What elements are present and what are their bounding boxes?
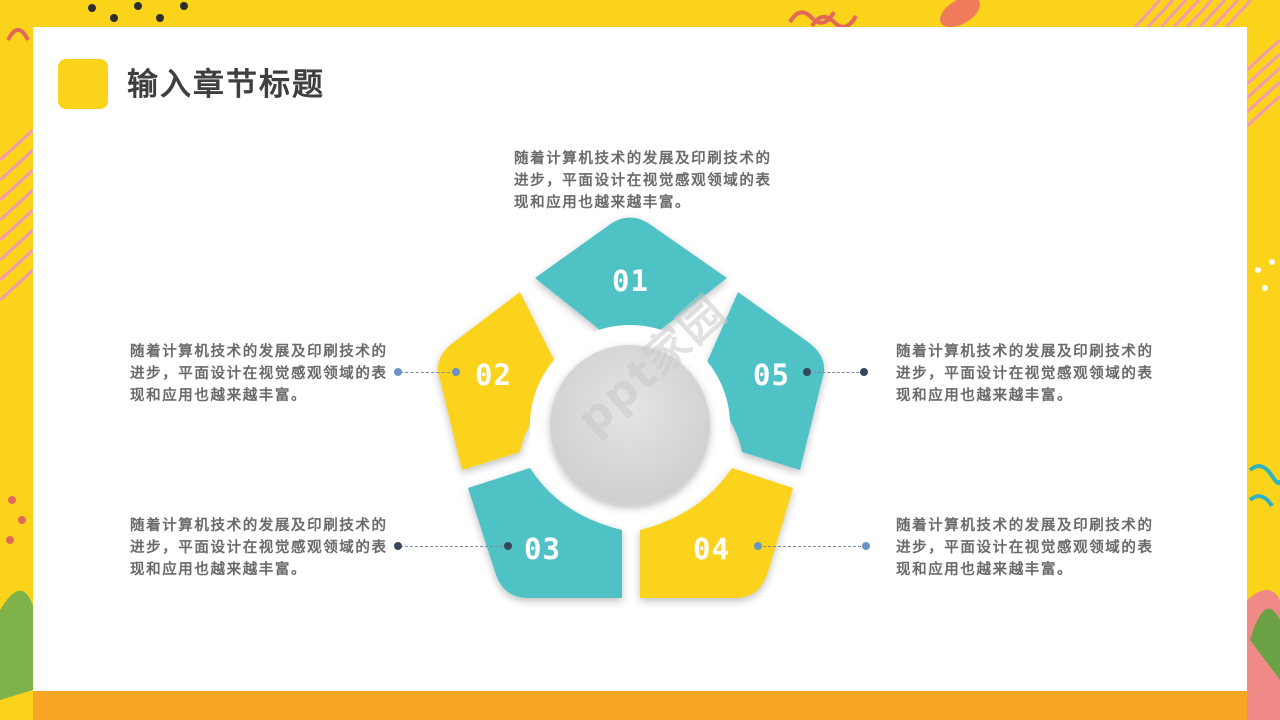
connector-03-dot-outer (394, 542, 402, 550)
segment-01-label: 01 (612, 264, 649, 298)
center-circle (550, 345, 710, 505)
connector-05 (808, 372, 864, 373)
segment-01-text: 随着计算机技术的发展及印刷技术的进步，平面设计在视觉感观领域的表现和应用也越来越… (514, 151, 772, 211)
segment-04-text: 随着计算机技术的发展及印刷技术的进步，平面设计在视觉感观领域的表现和应用也越来越… (896, 518, 1154, 578)
segment-04-label: 04 (693, 532, 730, 566)
connector-04-dot-inner (754, 542, 762, 550)
segment-02-shape (437, 292, 563, 470)
connector-02-dot-outer (394, 368, 402, 376)
segment-05-label: 05 (753, 358, 790, 392)
segment-05-shape (700, 292, 825, 470)
segment-04-shape (640, 468, 793, 598)
segment-02-text: 随着计算机技术的发展及印刷技术的进步，平面设计在视觉感观领域的表现和应用也越来越… (130, 344, 388, 404)
title-accent-square (58, 59, 108, 109)
connector-05-dot-inner (803, 368, 811, 376)
segment-01-shape (535, 217, 727, 338)
connector-04 (758, 546, 866, 547)
segment-03-text: 随着计算机技术的发展及印刷技术的进步，平面设计在视觉感观领域的表现和应用也越来越… (130, 518, 388, 578)
connector-04-dot-outer (862, 542, 870, 550)
segment-03-label: 03 (524, 532, 561, 566)
segment-03-shape (468, 468, 622, 598)
connector-03-dot-inner (504, 542, 512, 550)
segment-05-text: 随着计算机技术的发展及印刷技术的进步，平面设计在视觉感观领域的表现和应用也越来越… (896, 344, 1154, 404)
connector-02-dot-inner (452, 368, 460, 376)
segment-02-label: 02 (475, 358, 512, 392)
page-title: 输入章节标题 (127, 67, 325, 103)
connector-03 (400, 546, 508, 547)
connector-02 (400, 372, 455, 373)
connector-05-dot-outer (860, 368, 868, 376)
